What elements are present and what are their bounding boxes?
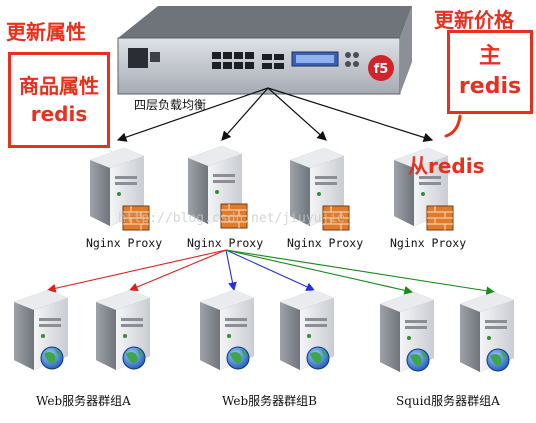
lb-arrow-4 [267, 87, 434, 143]
master-redis-line1: 主 [478, 44, 501, 69]
update-attributes-label: 更新属性 [6, 20, 86, 44]
product-attr-redis-box: 商品属性redis [8, 52, 110, 148]
proxy-label-4: Nginx Proxy [390, 236, 467, 250]
lb-arrow-2 [221, 87, 269, 141]
group-c-arrows [225, 249, 496, 296]
web-server-b1 [199, 289, 255, 371]
web-server-a1 [13, 289, 69, 371]
lb-arrow-1 [116, 87, 269, 142]
lb-label: 四层负载均衡 [134, 98, 207, 112]
lb-arrow-3 [267, 87, 327, 141]
squid-server-1 [379, 291, 435, 373]
proxy-label-3: Nginx Proxy [287, 236, 364, 250]
master-redis-box: 主 redis [447, 30, 533, 114]
f5-logo: f5 [374, 62, 389, 77]
group-b-arrows [225, 249, 316, 292]
web-server-a2 [95, 289, 151, 371]
master-redis-line2: redis [458, 74, 522, 99]
proxy-label-2: Nginx Proxy [187, 236, 264, 250]
lb-arrows [116, 87, 434, 143]
group-label-squid-a: Squid服务器群组A [396, 394, 500, 408]
annotation-connector [444, 114, 462, 138]
web-server-b2 [279, 289, 335, 371]
product-attr-redis-text: 商品属性redis [19, 74, 99, 126]
watermark: http://blog.csdn.net/jiuyujie [118, 211, 345, 226]
slave-redis-label: 从redis [408, 154, 485, 178]
update-price-label: 更新价格 [434, 8, 514, 32]
proxy-label-1: Nginx Proxy [86, 236, 163, 250]
squid-server-2 [459, 291, 515, 373]
group-label-web-a: Web服务器群组A [36, 394, 131, 408]
group-a-arrows [46, 249, 227, 293]
group-label-web-b: Web服务器群组B [222, 394, 317, 408]
load-balancer: f5 [117, 6, 412, 95]
